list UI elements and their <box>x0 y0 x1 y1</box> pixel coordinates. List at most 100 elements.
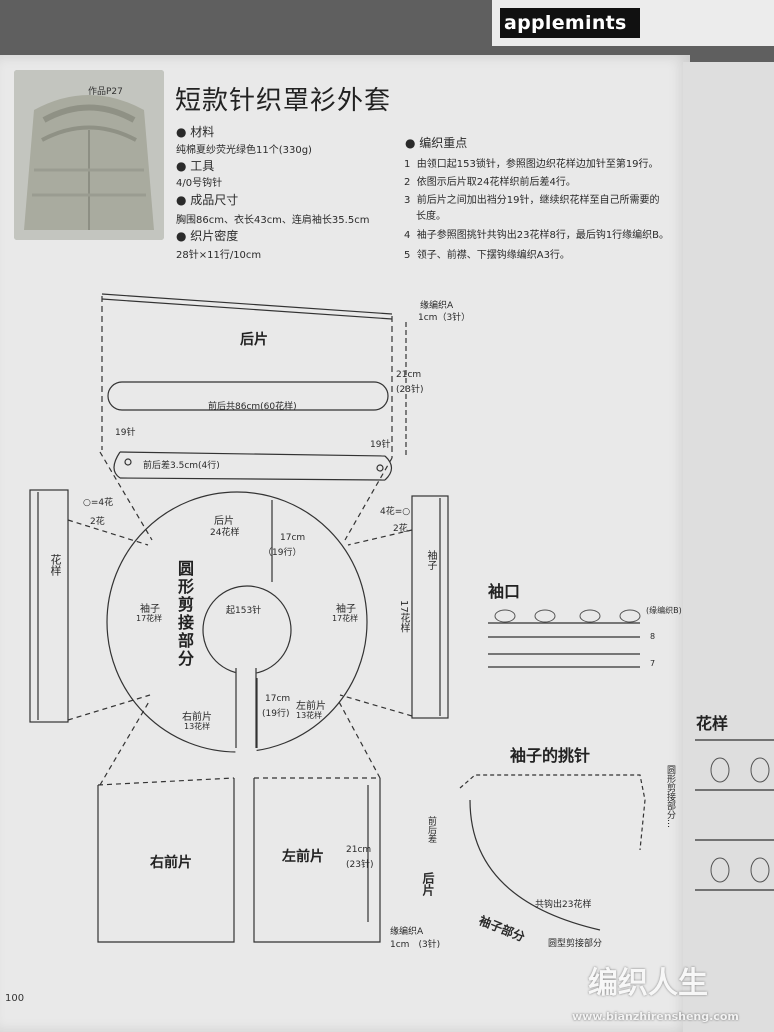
pattern-stitch-shell <box>750 857 770 883</box>
garment-thumbnail <box>14 70 164 240</box>
right-sleeve-strip <box>411 495 449 719</box>
pattern-stitch-shell <box>750 757 770 783</box>
border-a-bottom-label: 缘编织A <box>390 927 424 937</box>
key-point-text: 领子、前襟、下摆钩缘编织A3行。 <box>416 250 570 261</box>
st19-left-marker <box>124 458 132 466</box>
front-height-rows: (23针) <box>346 860 374 870</box>
pickup-round: 圆型剪接部分 <box>548 939 603 949</box>
yoke-title: 圆形剪接部分 <box>175 560 194 668</box>
brand-text: applemints <box>504 12 627 34</box>
left-front-outline <box>253 778 381 943</box>
yoke-back-count: 24花样 <box>210 528 240 538</box>
pickup-outline <box>459 774 646 851</box>
size-value: 胸围86cm、衣长43cm、连肩袖长35.5cm <box>176 215 370 226</box>
pattern-right-title: 花样 <box>696 714 729 733</box>
left-pattern-strip <box>29 489 69 723</box>
gauge-label: ● 织片密度 <box>176 229 239 243</box>
st19-right-marker <box>376 464 384 472</box>
connector-front-right <box>337 699 381 779</box>
key-point-text: 依图示后片取24花样织前后差4行。 <box>416 177 576 188</box>
back-top-edge-2 <box>101 298 393 320</box>
cuff-stitch-shell <box>494 609 516 623</box>
border-a-bottom-size: 1cm (3针) <box>390 940 441 950</box>
materials-label: ● 材料 <box>176 125 215 139</box>
key-point-5: 5 领子、前襟、下摆钩缘编织A3行。 <box>404 246 570 261</box>
front-back-diff-top <box>119 451 386 457</box>
yoke-depth-bottom: 17cm <box>265 694 291 704</box>
left-underarm-curve <box>113 451 121 479</box>
cuff-stitch-shell <box>534 609 556 623</box>
pickup-title: 袖子的挑针 <box>510 746 591 765</box>
cuff-row7: 7 <box>650 659 656 668</box>
start-label: 起153针 <box>226 606 262 616</box>
right-front-label: 右前片 <box>150 855 192 871</box>
key-point-3: 3 前后片之间加出裆分19针，继续织花样至自己所需要的 <box>404 191 659 206</box>
pickup-total: 共钩出23花样 <box>535 900 592 910</box>
front-back-diff-bottom <box>119 477 386 481</box>
flower4-right-text: 4花= <box>380 507 403 517</box>
st19-left-label: 19针 <box>115 428 136 438</box>
materials-label-text: 材料 <box>190 125 215 139</box>
flower4-left-text: =4花 <box>90 498 114 508</box>
key-point-number: 1 <box>404 159 411 170</box>
key-point-text: 由领口起153锁针，参照图边织花样边加针至第19行。 <box>416 159 659 170</box>
round-total-band <box>107 381 389 411</box>
yoke-back-label: 后片 <box>214 516 234 527</box>
yoke-depth-bottom-rows: (19行) <box>262 709 290 719</box>
key-point-number: 5 <box>404 250 411 261</box>
sleeve-right-yoke-count: 17花样 <box>332 614 359 623</box>
flower2-right: 2花 <box>393 524 408 534</box>
key-point-number: 3 <box>404 195 411 206</box>
pickup-round-edge <box>469 799 601 931</box>
thumbnail-tag: 作品P27 <box>88 87 123 97</box>
right-sleeve-rows: 17花样 <box>398 600 409 633</box>
size-label-text: 成品尺寸 <box>190 193 239 207</box>
key-points-label-text: 编织重点 <box>419 136 468 150</box>
sleeve-left-yoke-count: 17花样 <box>136 614 163 623</box>
left-pattern-label: 花样 <box>49 554 62 576</box>
watermark-url: www.bianzhirensheng.com <box>572 1010 739 1023</box>
connector-front-left <box>99 699 151 786</box>
border-a-label: 缘编织A <box>420 301 454 311</box>
key-point-number: 2 <box>404 177 411 188</box>
right-sleeve-label: 袖子 <box>425 550 436 570</box>
tool-value: 4/0号钩针 <box>176 178 223 189</box>
connector-right-top <box>347 529 413 546</box>
yoke-opening <box>235 664 257 756</box>
key-point-1: 1 由领口起153锁针，参照图边织花样边加针至第19行。 <box>404 155 659 170</box>
right-front-yoke-label: 右前片 <box>182 712 212 723</box>
connector-back-right <box>344 457 393 541</box>
page-title: 短款针织罩衫外套 <box>175 86 392 116</box>
brand-logo: applemints <box>500 8 640 38</box>
pattern-stitch-shell <box>710 857 730 883</box>
key-point-text: 袖子参照图挑针共钩出23花样8行，最后钩1行缘编织B。 <box>416 230 670 241</box>
pattern-right-text: 圆形剪接部分… <box>665 765 675 828</box>
gauge-label-text: 织片密度 <box>190 229 239 243</box>
cuff-border-b: (缘编织B) <box>646 606 682 615</box>
back-panel-label: 后片 <box>240 332 268 348</box>
key-points-label: ● 编织重点 <box>405 136 468 150</box>
key-point-4: 4 袖子参照图挑针共钩出23花样8行，最后钩1行缘编织B。 <box>404 226 669 241</box>
pickup-back: 后片 <box>421 872 435 896</box>
back-height-rows: (23针) <box>396 385 424 395</box>
cardigan-photo-icon <box>14 70 164 240</box>
cuff-title: 袖口 <box>488 582 521 601</box>
watermark-logo: 编织人生 <box>588 966 708 1001</box>
right-underarm-curve <box>384 455 393 481</box>
key-point-number: 4 <box>404 230 411 241</box>
pickup-diff: 前后差 <box>426 816 436 843</box>
right-front-top <box>97 777 235 786</box>
right-front-yoke-count: 13花样 <box>184 722 211 731</box>
sleeve-right-yoke-label: 袖子 <box>336 604 356 615</box>
left-front-yoke-count: 13花样 <box>296 711 323 720</box>
left-front-label: 左前片 <box>282 849 324 865</box>
page-number: 100 <box>5 993 25 1004</box>
size-label: ● 成品尺寸 <box>176 193 239 207</box>
connector-right-bottom <box>339 694 413 717</box>
cuff-row8: 8 <box>650 632 656 641</box>
yoke-inner-circle <box>202 585 292 675</box>
st19-right-label: 19针 <box>370 440 391 450</box>
key-point-3-cont: 长度。 <box>416 211 446 222</box>
cuff-stitch-shell <box>579 609 601 623</box>
